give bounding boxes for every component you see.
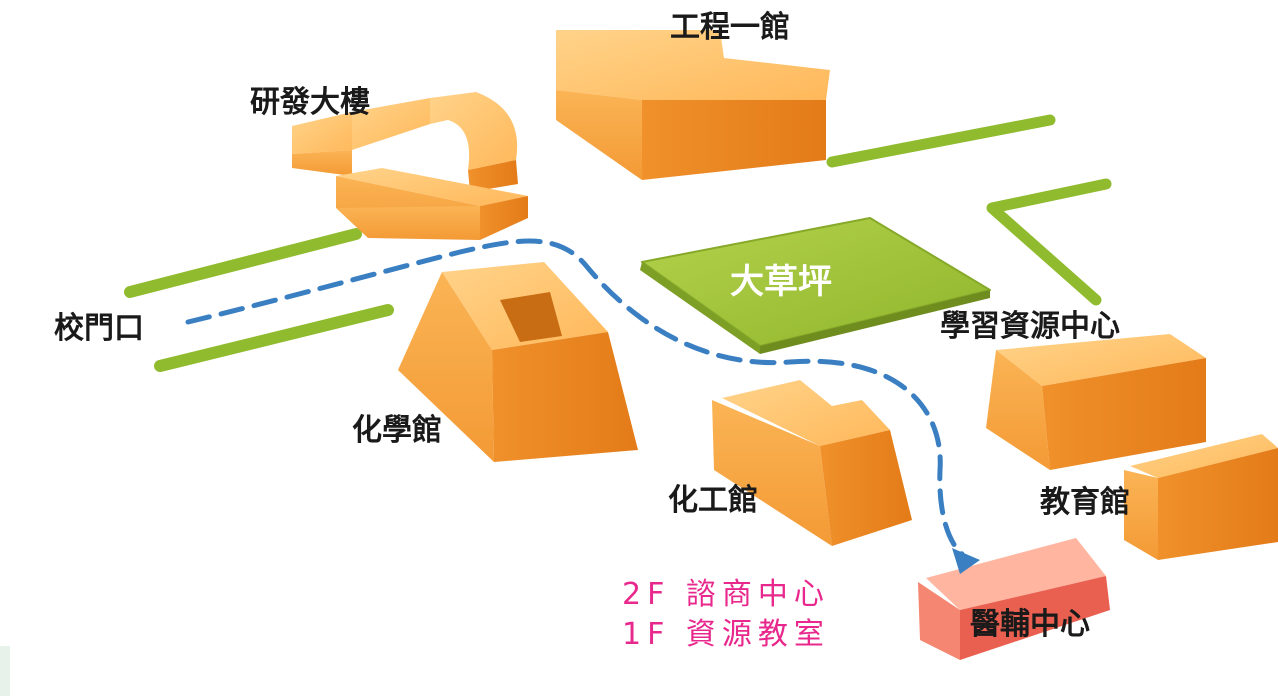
route (185, 238, 980, 574)
lawn (640, 217, 991, 354)
road-learning-center (986, 178, 1112, 306)
roads (124, 114, 1112, 372)
building-learning-resource-center (986, 334, 1206, 470)
building-education-hall (1124, 434, 1278, 560)
note-line-2: 1F 資源教室 (622, 617, 830, 652)
label-school-gate: 校門口 (54, 311, 144, 346)
dashed-route-line (185, 238, 965, 557)
road-gate-lower (154, 304, 394, 372)
left-edge-accent (0, 646, 10, 696)
note-line-1: 2F 諮商中心 (622, 577, 830, 612)
labels: 工程一館 研發大樓 大草坪 校門口 學習資源中心 化學館 化工館 教育館 醫輔中… (54, 10, 1130, 642)
label-rnd-building: 研發大樓 (250, 85, 370, 120)
road-gate-upper (124, 228, 362, 298)
label-chemical-engineering-hall: 化工館 (668, 483, 758, 518)
building-rnd (292, 92, 528, 240)
building-chemical-engineering-hall (712, 380, 912, 546)
building-engineering-hall-1 (556, 30, 830, 180)
arrowhead-icon (952, 548, 980, 574)
road-engineering (826, 114, 1056, 168)
label-learning-resource-center: 學習資源中心 (940, 309, 1120, 344)
building-chemistry-hall (398, 262, 638, 462)
building-health-center (918, 538, 1110, 660)
label-chemistry-hall: 化學館 (352, 413, 442, 448)
label-main-lawn: 大草坪 (730, 262, 832, 302)
label-health-center: 醫輔中心 (970, 607, 1090, 642)
label-engineering-hall-1: 工程一館 (670, 10, 790, 45)
label-education-hall: 教育館 (1040, 485, 1130, 520)
destination-note: 2F 諮商中心 1F 資源教室 (622, 577, 830, 652)
